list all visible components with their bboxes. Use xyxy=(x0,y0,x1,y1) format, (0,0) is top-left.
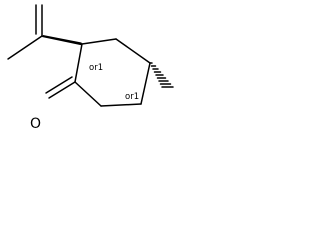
ring-bond-c3-c4 xyxy=(100,103,142,107)
ring-bond-c2-c3 xyxy=(140,62,151,105)
hashed-wedge-bond xyxy=(149,62,174,88)
ring-bond-c1-c2 xyxy=(115,38,151,64)
carbonyl-double-bond-1 xyxy=(48,81,76,99)
ring-bond-c5-c6 xyxy=(74,43,83,83)
ring-bond-c4-c5 xyxy=(74,81,102,107)
oxygen-atom-label: O xyxy=(30,116,41,132)
stereo-label-methyl-carbon: or1 xyxy=(125,92,139,102)
isopropenyl-methyl-bond xyxy=(7,35,43,60)
wedge-bond xyxy=(42,35,83,46)
structure-diagram: O or1 or1 xyxy=(7,4,174,132)
stereo-label-alpha-carbon: or1 xyxy=(89,63,103,73)
ring-bond-c6-c1 xyxy=(81,38,117,45)
carbonyl-double-bond-2 xyxy=(45,76,73,94)
